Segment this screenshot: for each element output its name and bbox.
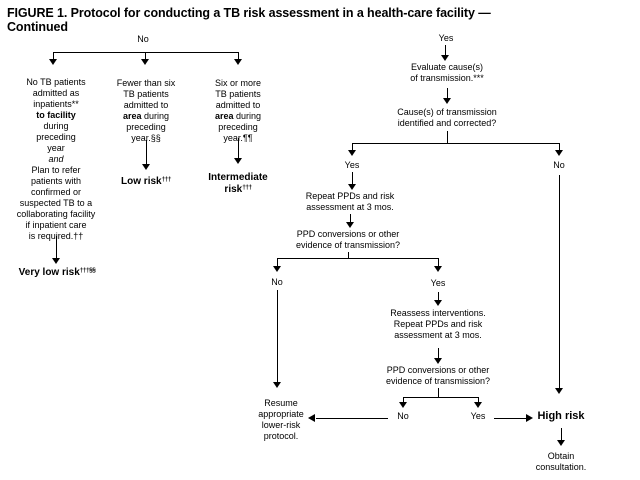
- node-text-bold: to facility: [36, 110, 76, 120]
- connector-branch-3: [403, 397, 479, 398]
- arrowhead-down-icon: [273, 382, 281, 388]
- footnote-marks: †††: [242, 184, 252, 191]
- risk-label-text: Very low risk: [18, 267, 80, 278]
- connector-high-risk: [494, 418, 526, 419]
- branch-label-no-top: No: [137, 34, 149, 44]
- arrowhead-down-icon: [273, 266, 281, 272]
- connector-intermediate: [238, 138, 239, 158]
- arrowhead-down-icon: [555, 388, 563, 394]
- connector-drop-3: [238, 52, 239, 59]
- branch-label-no-conversion-1: No: [271, 277, 283, 287]
- risk-label-line2: risk†††: [208, 184, 267, 197]
- node-text: Fewer than six TB patients admitted to: [116, 78, 176, 110]
- label-low-risk: Low risk†††: [121, 176, 171, 189]
- arrowhead-down-icon: [346, 222, 354, 228]
- connector-low: [146, 140, 147, 164]
- connector-stub: [447, 131, 448, 143]
- connector-very-low: [56, 236, 57, 258]
- connector-drop-2: [145, 52, 146, 59]
- connector-repeat: [352, 172, 353, 184]
- arrowhead-down-icon: [49, 59, 57, 65]
- arrowhead-down-icon: [441, 55, 449, 61]
- connector-stub: [348, 252, 349, 259]
- figure-title: FIGURE 1. Protocol for conducting a TB r…: [7, 6, 491, 34]
- node-text: during preceding year: [36, 121, 76, 153]
- connector-stub: [438, 388, 439, 397]
- arrowhead-left-icon: [308, 414, 315, 422]
- node-text: during preceding year.§§: [126, 111, 170, 143]
- arrowhead-down-icon: [234, 59, 242, 65]
- node-six-or-more: Six or more TB patients admitted to area…: [196, 67, 280, 144]
- node-ppd-conversions-1: PPD conversions or other evidence of tra…: [295, 229, 401, 250]
- connector-drop-1: [53, 52, 54, 59]
- connector-no-long: [277, 290, 278, 382]
- arrowhead-down-icon: [142, 164, 150, 170]
- node-text-bold: area: [214, 111, 234, 121]
- branch-label-no-conversion-2: No: [397, 411, 409, 421]
- node-obtain-consultation: Obtain consultation.: [535, 451, 587, 472]
- connector-bracket-top: [53, 52, 239, 53]
- arrowhead-right-icon: [526, 414, 533, 422]
- branch-label-yes-conversion-2: Yes: [470, 411, 486, 421]
- node-text: Plan to refer patients with confirmed or…: [16, 165, 96, 241]
- footnote-marks: †††: [161, 176, 172, 183]
- node-text-italic: and: [48, 154, 64, 164]
- arrowhead-down-icon: [474, 402, 482, 408]
- connector-ppd2: [438, 348, 439, 358]
- node-cause-identified: Cause(s) of transmission identified and …: [397, 107, 497, 128]
- risk-label-text: risk: [224, 184, 243, 195]
- node-no-tb-patients: No TB patients admitted as inpatients** …: [4, 66, 108, 242]
- connector-resume: [316, 418, 388, 419]
- arrowhead-down-icon: [434, 266, 442, 272]
- arrowhead-down-icon: [443, 98, 451, 104]
- connector-evaluate: [447, 88, 448, 98]
- arrowhead-down-icon: [434, 300, 442, 306]
- connector-drop-yes: [438, 258, 439, 266]
- connector-drop-no: [277, 258, 278, 266]
- branch-label-yes-top: Yes: [438, 33, 454, 43]
- connector-yes-top: [445, 45, 446, 55]
- connector-drop-yes: [352, 143, 353, 150]
- arrowhead-down-icon: [234, 158, 242, 164]
- arrowhead-down-icon: [348, 150, 356, 156]
- arrowhead-down-icon: [434, 358, 442, 364]
- node-ppd-conversions-2: PPD conversions or other evidence of tra…: [385, 365, 491, 386]
- label-very-low-risk: Very low risk†††§§: [19, 267, 96, 280]
- node-resume-protocol: Resume appropriate lower-risk protocol.: [258, 398, 304, 441]
- connector-drop-no: [559, 143, 560, 150]
- connector-drop-no: [403, 397, 404, 402]
- arrowhead-down-icon: [52, 258, 60, 264]
- connector-reassess: [438, 292, 439, 300]
- arrowhead-down-icon: [399, 402, 407, 408]
- connector-drop-yes: [478, 397, 479, 402]
- connector-ppd1: [350, 214, 351, 222]
- node-reassess: Reassess interventions. Repeat PPDs and …: [390, 308, 486, 340]
- branch-label-no-corrected: No: [553, 160, 565, 170]
- branch-label-yes-conversion-1: Yes: [430, 278, 446, 288]
- risk-label-text: Intermediate: [208, 172, 268, 183]
- connector-branch-2: [277, 258, 439, 259]
- branch-label-yes-corrected: Yes: [344, 160, 360, 170]
- node-text-bold: area: [122, 111, 142, 121]
- node-text: No TB patients admitted as inpatients**: [26, 77, 86, 109]
- label-intermediate-risk: Intermediate risk†††: [208, 172, 267, 197]
- risk-label-text: Low risk: [121, 176, 162, 187]
- arrowhead-down-icon: [141, 59, 149, 65]
- connector-no-high-risk: [559, 175, 560, 388]
- arrowhead-down-icon: [348, 184, 356, 190]
- connector-obtain: [561, 428, 562, 440]
- node-repeat-ppds: Repeat PPDs and risk assessment at 3 mos…: [305, 191, 395, 212]
- connector-branch-1: [352, 143, 560, 144]
- node-text: Six or more TB patients admitted to: [214, 78, 261, 110]
- footnote-marks: †††§§: [79, 267, 96, 274]
- node-fewer-than-six: Fewer than six TB patients admitted to a…: [104, 67, 188, 144]
- arrowhead-down-icon: [555, 150, 563, 156]
- label-high-risk: High risk: [537, 410, 585, 422]
- node-evaluate-causes: Evaluate cause(s) of transmission.***: [410, 62, 484, 83]
- arrowhead-down-icon: [557, 440, 565, 446]
